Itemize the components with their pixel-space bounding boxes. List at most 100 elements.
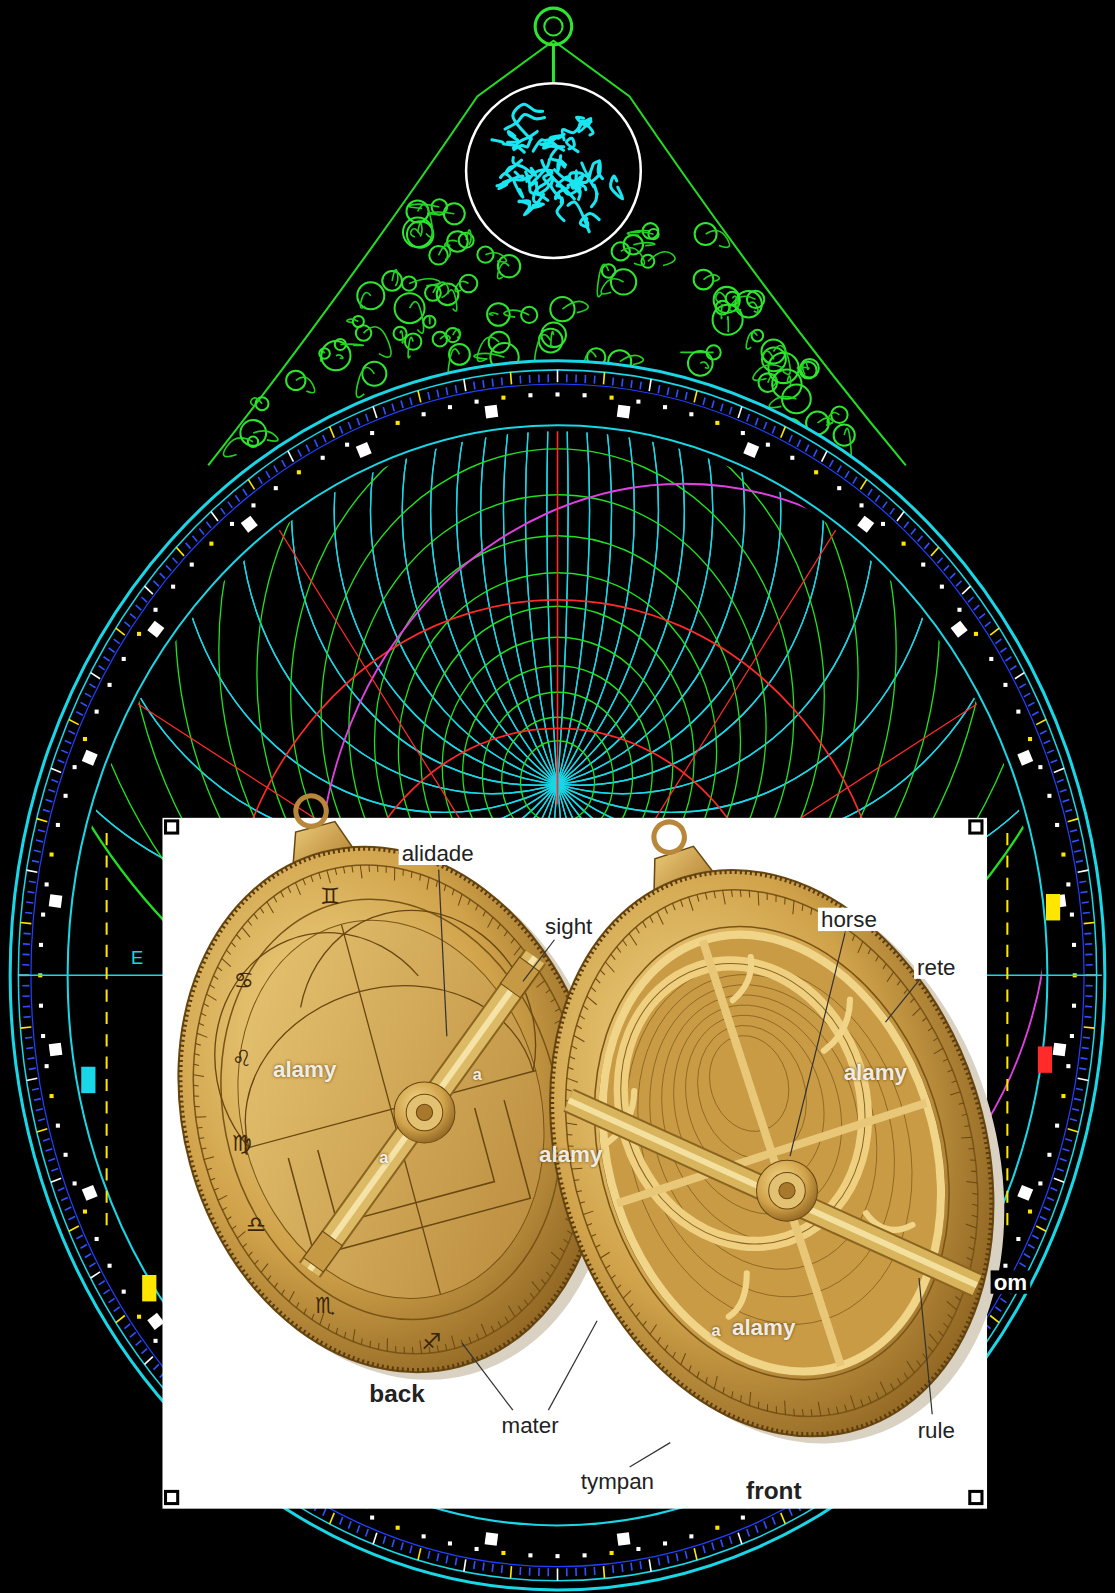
scale-tick [657, 911, 663, 925]
dial-marker [142, 1275, 156, 1301]
scale-mark [610, 1551, 614, 1555]
scale-mark [921, 563, 925, 567]
scale-tick [591, 986, 596, 992]
hour-line [645, 528, 837, 836]
scale-tick [952, 1081, 957, 1083]
dial-ring [31, 384, 1084, 1567]
degree-tick [104, 1290, 110, 1294]
azimuth-line [370, 228, 875, 793]
ornament-leaf [612, 242, 630, 260]
ornament-curl [633, 243, 654, 246]
ornament-stem [552, 45, 555, 85]
degree-tick [464, 379, 466, 391]
scale-tick [311, 1314, 316, 1320]
ornament-curl [703, 275, 719, 282]
scale-tick [827, 1408, 830, 1415]
degree-tick [248, 479, 254, 489]
degree-tick [738, 406, 742, 418]
degree-tick [373, 406, 377, 418]
leader-line [523, 940, 554, 982]
degree-tick [392, 404, 394, 412]
scale-tick [401, 869, 405, 875]
degree-tick [1010, 666, 1016, 670]
scale-tick [359, 865, 364, 878]
degree-tick [109, 648, 115, 652]
scale-tick [411, 1347, 414, 1354]
corner-mark [166, 1491, 178, 1503]
scale-tick [201, 1148, 206, 1150]
scale-tick [611, 953, 615, 960]
scale-tick [959, 1103, 964, 1105]
scale-mark [1047, 1153, 1051, 1157]
scale-tick [530, 1293, 534, 1299]
degree-tick [23, 1006, 30, 1008]
scale-mark [583, 393, 587, 397]
scale-tick [891, 1383, 894, 1390]
degree-tick [243, 489, 247, 495]
degree-tick [26, 1047, 33, 1050]
degree-tick [937, 558, 942, 564]
scale-mark [1016, 710, 1020, 714]
degree-tick [482, 380, 485, 388]
leader-line [919, 1278, 932, 1414]
degree-tick [136, 1340, 142, 1345]
scale-mark [1028, 1210, 1032, 1214]
degree-tick [772, 1517, 775, 1524]
scale-tick [577, 1190, 582, 1192]
degree-tick [22, 964, 29, 966]
azimuth-line [292, 237, 781, 785]
ornament-curl [448, 290, 457, 311]
degree-tick [1070, 1119, 1077, 1121]
scale-tick [765, 893, 769, 900]
scale-tick [907, 1360, 915, 1374]
scale-tick [571, 1045, 576, 1050]
degree-tick [529, 375, 531, 383]
degree-tick [166, 565, 171, 570]
scale-tick [950, 1092, 960, 1095]
scale-tick [939, 1330, 944, 1337]
ornament-curl [428, 212, 454, 215]
ornament-curl [400, 331, 403, 343]
scale-tick [254, 913, 258, 919]
degree-tick [621, 1564, 623, 1572]
degree-tick [43, 1139, 50, 1141]
scale-tick [756, 1402, 760, 1409]
degree-tick [1051, 1188, 1058, 1191]
degree-tick [81, 702, 87, 706]
alidade-hub [394, 1082, 455, 1143]
degree-tick [1032, 1235, 1038, 1239]
scale-tick [451, 889, 455, 895]
scale-mark [528, 393, 532, 397]
scale-mark [636, 1547, 640, 1551]
scale-tick [443, 885, 447, 891]
scale-tick [248, 920, 252, 926]
degree-tick [557, 1568, 559, 1580]
degree-tick [630, 1563, 633, 1571]
degree-tick [89, 1263, 95, 1267]
scale-mark [396, 421, 400, 425]
leader-line [790, 934, 845, 1156]
degree-tick [22, 985, 29, 987]
scale-tick [587, 1224, 592, 1226]
sight-vane [501, 957, 540, 998]
scale-tick [482, 911, 487, 916]
scale-tick [730, 1391, 735, 1398]
scale-tick [628, 1304, 634, 1308]
hour-dot [1017, 750, 1033, 766]
scale-mark [83, 737, 87, 741]
degree-tick [418, 391, 421, 403]
degree-tick [437, 390, 439, 398]
scale-tick [844, 1405, 846, 1412]
degree-tick [729, 407, 731, 415]
scale-tick [972, 1192, 978, 1196]
degree-tick [755, 418, 758, 425]
degree-tick [37, 1129, 48, 1132]
scale-mark [1003, 1264, 1007, 1268]
rete-bars [548, 890, 995, 1416]
degree-tick [557, 370, 559, 382]
scale-mark [837, 486, 841, 490]
degree-tick [366, 1529, 369, 1536]
degree-tick [712, 1543, 714, 1551]
scale-tick [567, 1075, 578, 1085]
degree-tick [566, 1568, 568, 1576]
